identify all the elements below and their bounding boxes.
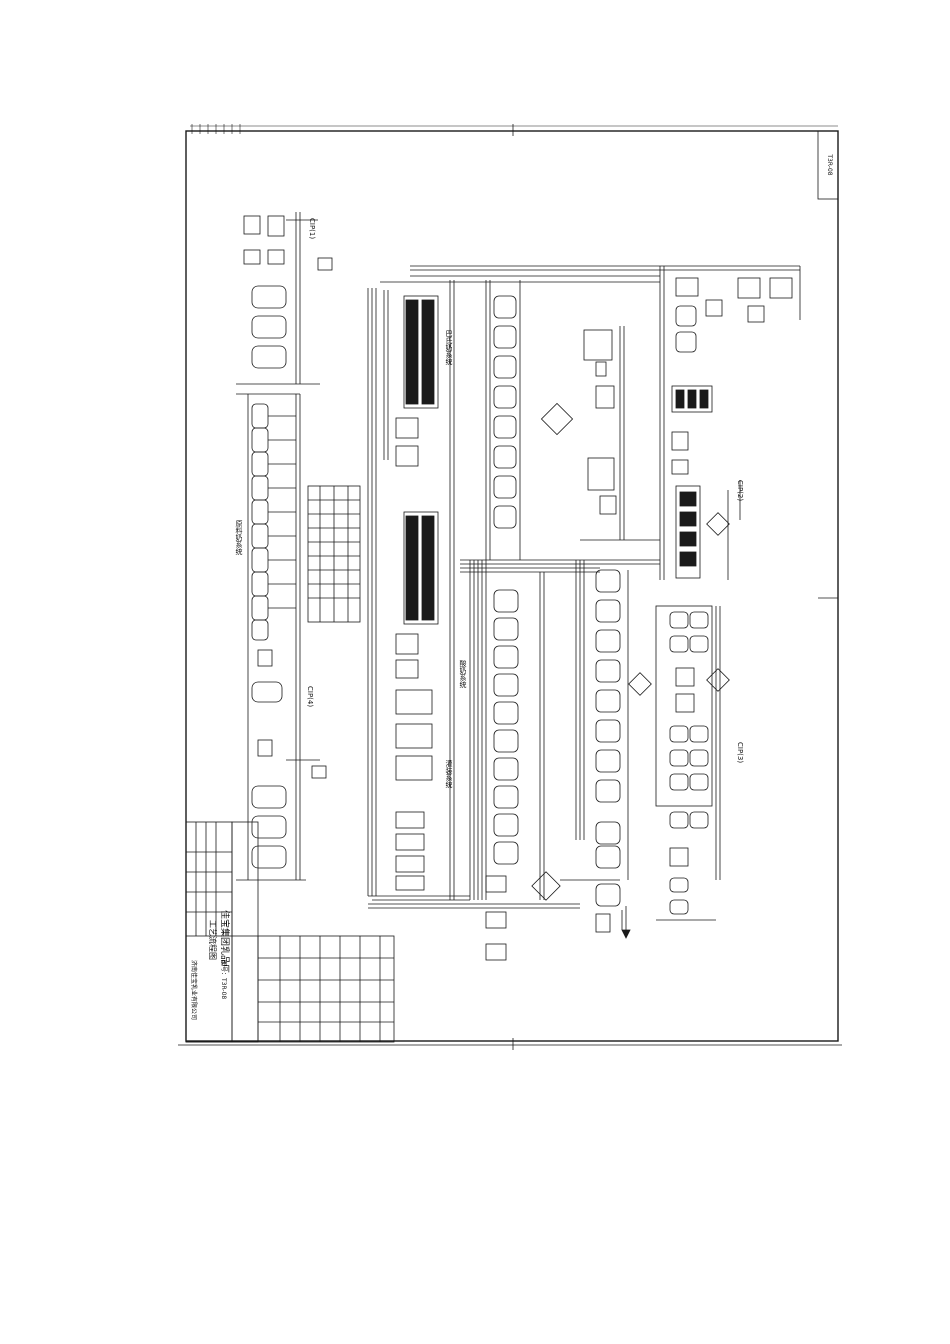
manifold-left — [307, 485, 361, 623]
label-fill: 灌装系统 — [445, 760, 453, 788]
bottom-header-pipes — [368, 879, 631, 939]
top-header-pipes — [380, 265, 801, 580]
tank-column-1 — [485, 280, 574, 560]
label-cip-1: CIP(1) — [308, 218, 316, 240]
tank-column-2 — [460, 559, 660, 961]
plant-name: 佳宝集团乳品厂 — [219, 910, 231, 973]
title-block — [185, 821, 395, 1043]
label-cip-4: CIP(4) — [306, 686, 314, 708]
company-name: 济南佳宝乳业有限公司 — [190, 960, 198, 1020]
drawing-number: 图号：T3R-08 — [220, 960, 227, 999]
label-pasteur: 巴氏奶系统 — [445, 330, 453, 365]
raw-milk-section — [236, 212, 333, 881]
right-lower-section — [655, 605, 730, 921]
drawing-title: 工艺流程图 — [208, 920, 218, 960]
tank-column-3 — [575, 560, 652, 933]
label-yogurt: 酸奶系统 — [459, 660, 467, 688]
separator-section — [580, 326, 660, 541]
right-section — [671, 277, 793, 580]
label-cip-2: CIP(2) — [736, 480, 744, 502]
pasteurizer-section — [367, 280, 470, 901]
label-cip-3: CIP(3) — [736, 742, 744, 764]
sheet-frame — [178, 124, 842, 1050]
sheet-drawing-no: T3R-08 — [826, 153, 833, 175]
label-raw-milk: 原料奶系统 — [235, 520, 243, 555]
